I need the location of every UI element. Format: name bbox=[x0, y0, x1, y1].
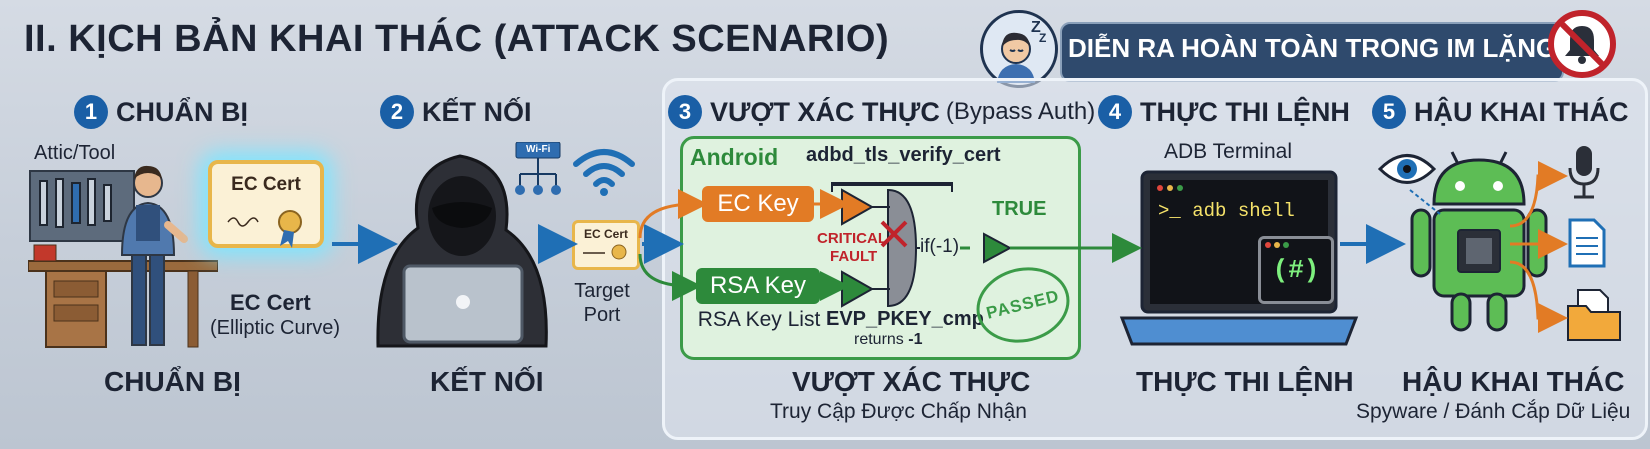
wifi-label: Wi-Fi bbox=[526, 144, 551, 155]
ec-cert-sublabel: (Elliptic Curve) bbox=[210, 317, 341, 339]
microphone-icon bbox=[1566, 144, 1602, 200]
target-cert-card: EC Cert bbox=[572, 220, 640, 270]
ec-cert-card: EC Cert bbox=[208, 160, 324, 248]
adb-terminal-label: ADB Terminal bbox=[1164, 140, 1292, 163]
step-1-bottom-label: CHUẨN BỊ bbox=[104, 366, 241, 397]
document-icon bbox=[1568, 218, 1606, 268]
folder-icon bbox=[1566, 288, 1622, 342]
step-4-title: THỰC THI LỆNH bbox=[1140, 96, 1350, 127]
step-2-bottom-label: KẾT NỐI bbox=[430, 366, 544, 397]
target-cert-card-text: EC Cert bbox=[583, 227, 628, 241]
if-condition-label: if(-1) bbox=[920, 236, 960, 257]
target-port-label-1: Target bbox=[574, 280, 630, 302]
eye-icon bbox=[1377, 148, 1437, 190]
step-1-header: 1 CHUẨN BỊ bbox=[74, 92, 248, 132]
silent-banner bbox=[1060, 22, 1564, 82]
terminal-command: >_ adb shell bbox=[1158, 200, 1295, 222]
step-1-title: CHUẨN BỊ bbox=[116, 96, 248, 127]
step-3-header: 3 VƯỢT XÁC THỰC (Bypass Auth) bbox=[668, 92, 1095, 132]
silent-banner-text: DIỄN RA HOÀN TOÀN TRONG IM LẶNG bbox=[1068, 33, 1557, 63]
critical-fault-label-2: FAULT bbox=[830, 248, 878, 265]
step-5-bottom-sublabel: Spyware / Đánh Cắp Dữ Liệu bbox=[1356, 400, 1631, 423]
step-4-header: 4 THỰC THI LỆNH bbox=[1098, 92, 1350, 132]
step-4-number: 4 bbox=[1098, 95, 1132, 129]
network-diagram-icon: Wi-Fi bbox=[510, 141, 566, 202]
sleeping-user-icon: Z Z bbox=[980, 10, 1058, 88]
root-shell-window: (#) bbox=[1258, 236, 1334, 304]
step-3-subtitle: (Bypass Auth) bbox=[945, 98, 1096, 125]
sleep-z-text: Z bbox=[1031, 19, 1041, 36]
page-title: II. KỊCH BẢN KHAI THÁC (ATTACK SCENARIO) bbox=[24, 18, 890, 60]
attic-tool-label: Attic/Tool bbox=[34, 142, 116, 164]
rsa-key-box: RSA Key bbox=[696, 268, 820, 304]
step-4-bottom-label: THỰC THI LỆNH bbox=[1136, 366, 1354, 397]
workshop-illustration bbox=[27, 165, 219, 350]
returns-label: returns -1 bbox=[854, 331, 922, 349]
hacker-illustration bbox=[368, 148, 558, 348]
returns-prefix: returns bbox=[854, 331, 909, 348]
step-5-header: 5 HẬU KHAI THÁC bbox=[1372, 92, 1628, 132]
evp-pkey-cmp-label: EVP_PKEY_cmp bbox=[826, 308, 984, 330]
step-2-number: 2 bbox=[380, 95, 414, 129]
wifi-icon bbox=[572, 146, 636, 198]
target-port-label-2: Port bbox=[583, 304, 621, 326]
step-2-header: 2 KẾT NỐI bbox=[380, 92, 532, 132]
ec-key-box: EC Key bbox=[702, 186, 814, 222]
true-label: TRUE bbox=[992, 198, 1047, 220]
step-3-title: VƯỢT XÁC THỰC bbox=[710, 96, 940, 127]
android-label: Android bbox=[690, 144, 779, 170]
ec-cert-card-text: EC Cert bbox=[231, 174, 301, 195]
step-5-number: 5 bbox=[1372, 95, 1406, 129]
step-3-number: 3 bbox=[668, 95, 702, 129]
android-robot-icon bbox=[1404, 146, 1554, 336]
critical-fault-label-1: CRITICAL bbox=[817, 230, 887, 247]
ec-cert-label: EC Cert bbox=[230, 290, 311, 315]
rsa-key-list-label: RSA Key List bbox=[697, 308, 821, 331]
step-5-title: HẬU KHAI THÁC bbox=[1414, 96, 1629, 127]
root-shell-dots bbox=[1265, 242, 1289, 248]
root-shell-symbol: (#) bbox=[1272, 255, 1320, 285]
returns-value: -1 bbox=[908, 331, 923, 348]
no-sound-bell-icon bbox=[1546, 8, 1618, 80]
sleep-z-text-small: Z bbox=[1039, 31, 1047, 45]
step-1-number: 1 bbox=[74, 95, 108, 129]
passed-stamp-text: PASSED bbox=[984, 286, 1062, 323]
function-label: adbd_tls_verify_cert bbox=[806, 144, 1001, 166]
step-5-bottom-label: HẬU KHAI THÁC bbox=[1402, 366, 1625, 397]
step-2-title: KẾT NỐI bbox=[422, 96, 532, 127]
step-3-bottom-sublabel: Truy Cập Được Chấp Nhận bbox=[770, 400, 1027, 423]
step-3-bottom-label: VƯỢT XÁC THỰC bbox=[792, 366, 1031, 397]
